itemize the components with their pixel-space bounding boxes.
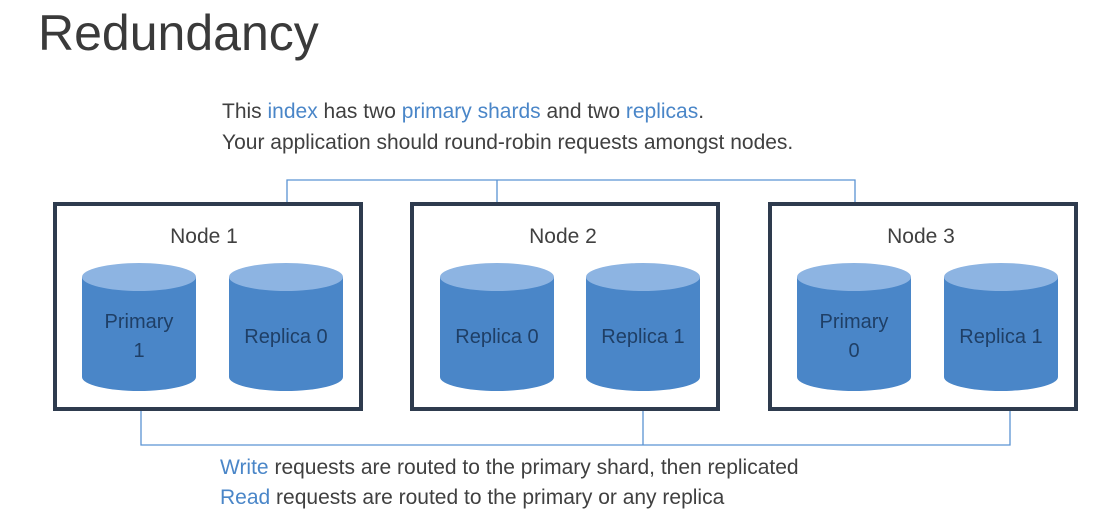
- shard-cylinder-primary-1: Primary 1: [82, 263, 196, 391]
- intro-text: .: [698, 100, 705, 123]
- shard-label: Replica 0: [455, 326, 538, 348]
- write-line: [140, 393, 1014, 446]
- cylinder-body: [944, 277, 1058, 391]
- primary-shards-term: primary shards: [401, 100, 541, 123]
- cylinder-body: [797, 277, 911, 391]
- cylinder-body: [440, 277, 554, 391]
- read-text: requests are routed to the primary or an…: [270, 486, 725, 509]
- write-term: Write: [220, 456, 269, 479]
- intro-text: has two: [317, 100, 402, 123]
- shard-label: Replica 1: [959, 326, 1042, 348]
- replicas-term: replicas: [625, 100, 699, 123]
- cylinder-top: [797, 263, 911, 291]
- index-term: index: [267, 100, 318, 123]
- cylinder-top: [586, 263, 700, 291]
- node-label: Node 2: [529, 225, 597, 248]
- shard-cylinder-replica-1: Replica 1: [944, 263, 1058, 391]
- cylinder-top: [944, 263, 1058, 291]
- cylinder-top: [440, 263, 554, 291]
- shard-label: Primary: [820, 311, 889, 333]
- write-caption: Write requests are routed to the primary…: [220, 456, 799, 480]
- shard-label: 0: [848, 340, 859, 362]
- shard-cylinder-replica-0: Replica 0: [229, 263, 343, 391]
- read-term: Read: [220, 486, 271, 509]
- cylinder-top: [229, 263, 343, 291]
- cylinder-body: [586, 277, 700, 391]
- shard-cylinder-replica-0: Replica 0: [440, 263, 554, 391]
- node-box-node-3: Node 3 Primary 0 Replica 1: [768, 202, 1078, 411]
- shard-label: Replica 0: [244, 326, 327, 348]
- shard-cylinder-replica-1: Replica 1: [586, 263, 700, 391]
- shard-label: Replica 1: [601, 326, 684, 348]
- shard-label: Primary: [105, 311, 174, 333]
- node-label: Node 3: [887, 225, 955, 248]
- node-box-node-1: Node 1 Primary 1 Replica 0: [53, 202, 363, 411]
- write-text: requests are routed to the primary shard…: [268, 456, 799, 479]
- shard-label: 1: [133, 340, 144, 362]
- read-caption: Read requests are routed to the primary …: [220, 486, 724, 510]
- intro-line-2: Your application should round-robin requ…: [222, 131, 794, 154]
- intro-line-1: This index has two primary shards and tw…: [222, 100, 704, 124]
- cylinder-top: [82, 263, 196, 291]
- cylinder-body: [229, 277, 343, 391]
- intro-text: This: [222, 100, 268, 123]
- node-box-node-2: Node 2 Replica 0 Replica 1: [410, 202, 720, 411]
- page-title: Redundancy: [38, 5, 319, 61]
- intro-text: and two: [540, 100, 626, 123]
- cylinder-body: [82, 277, 196, 391]
- shard-cylinder-primary-0: Primary 0: [797, 263, 911, 391]
- node-label: Node 1: [170, 225, 238, 248]
